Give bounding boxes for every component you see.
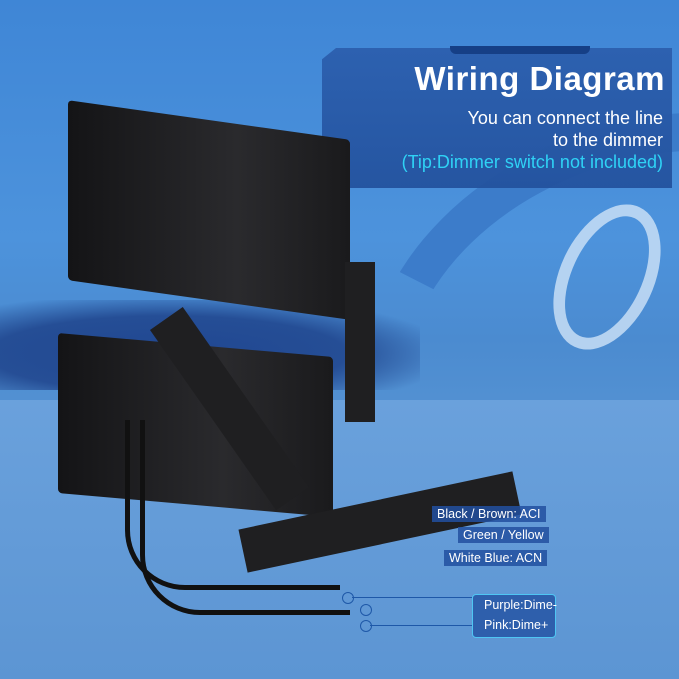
dimmer-label-box — [472, 594, 556, 638]
wire-node — [360, 620, 372, 632]
dimmer-label-negative: Purple:Dime- — [484, 598, 557, 612]
wire-node — [342, 592, 354, 604]
wire-label-neutral: White Blue: ACN — [444, 550, 548, 566]
wire-label-live: Black / Brown: ACI — [432, 506, 546, 522]
mounting-bracket-right — [345, 262, 375, 422]
connector-line — [370, 625, 472, 626]
dimmer-label-positive: Pink:Dime+ — [484, 618, 549, 632]
page-title: Wiring Diagram — [414, 60, 665, 97]
title-panel — [322, 48, 672, 188]
power-cable — [125, 420, 340, 590]
wire-label-ground: Green / Yellow — [458, 527, 549, 543]
title-panel-notch — [450, 46, 590, 54]
subtitle-line-1: You can connect the line — [467, 108, 664, 128]
dimmer-cable — [140, 420, 350, 615]
tip-note: (Tip:Dimmer switch not included) — [401, 152, 663, 172]
connector-line — [352, 597, 472, 598]
wire-node — [360, 604, 372, 616]
subtitle-line-2: to the dimmer — [552, 130, 663, 150]
